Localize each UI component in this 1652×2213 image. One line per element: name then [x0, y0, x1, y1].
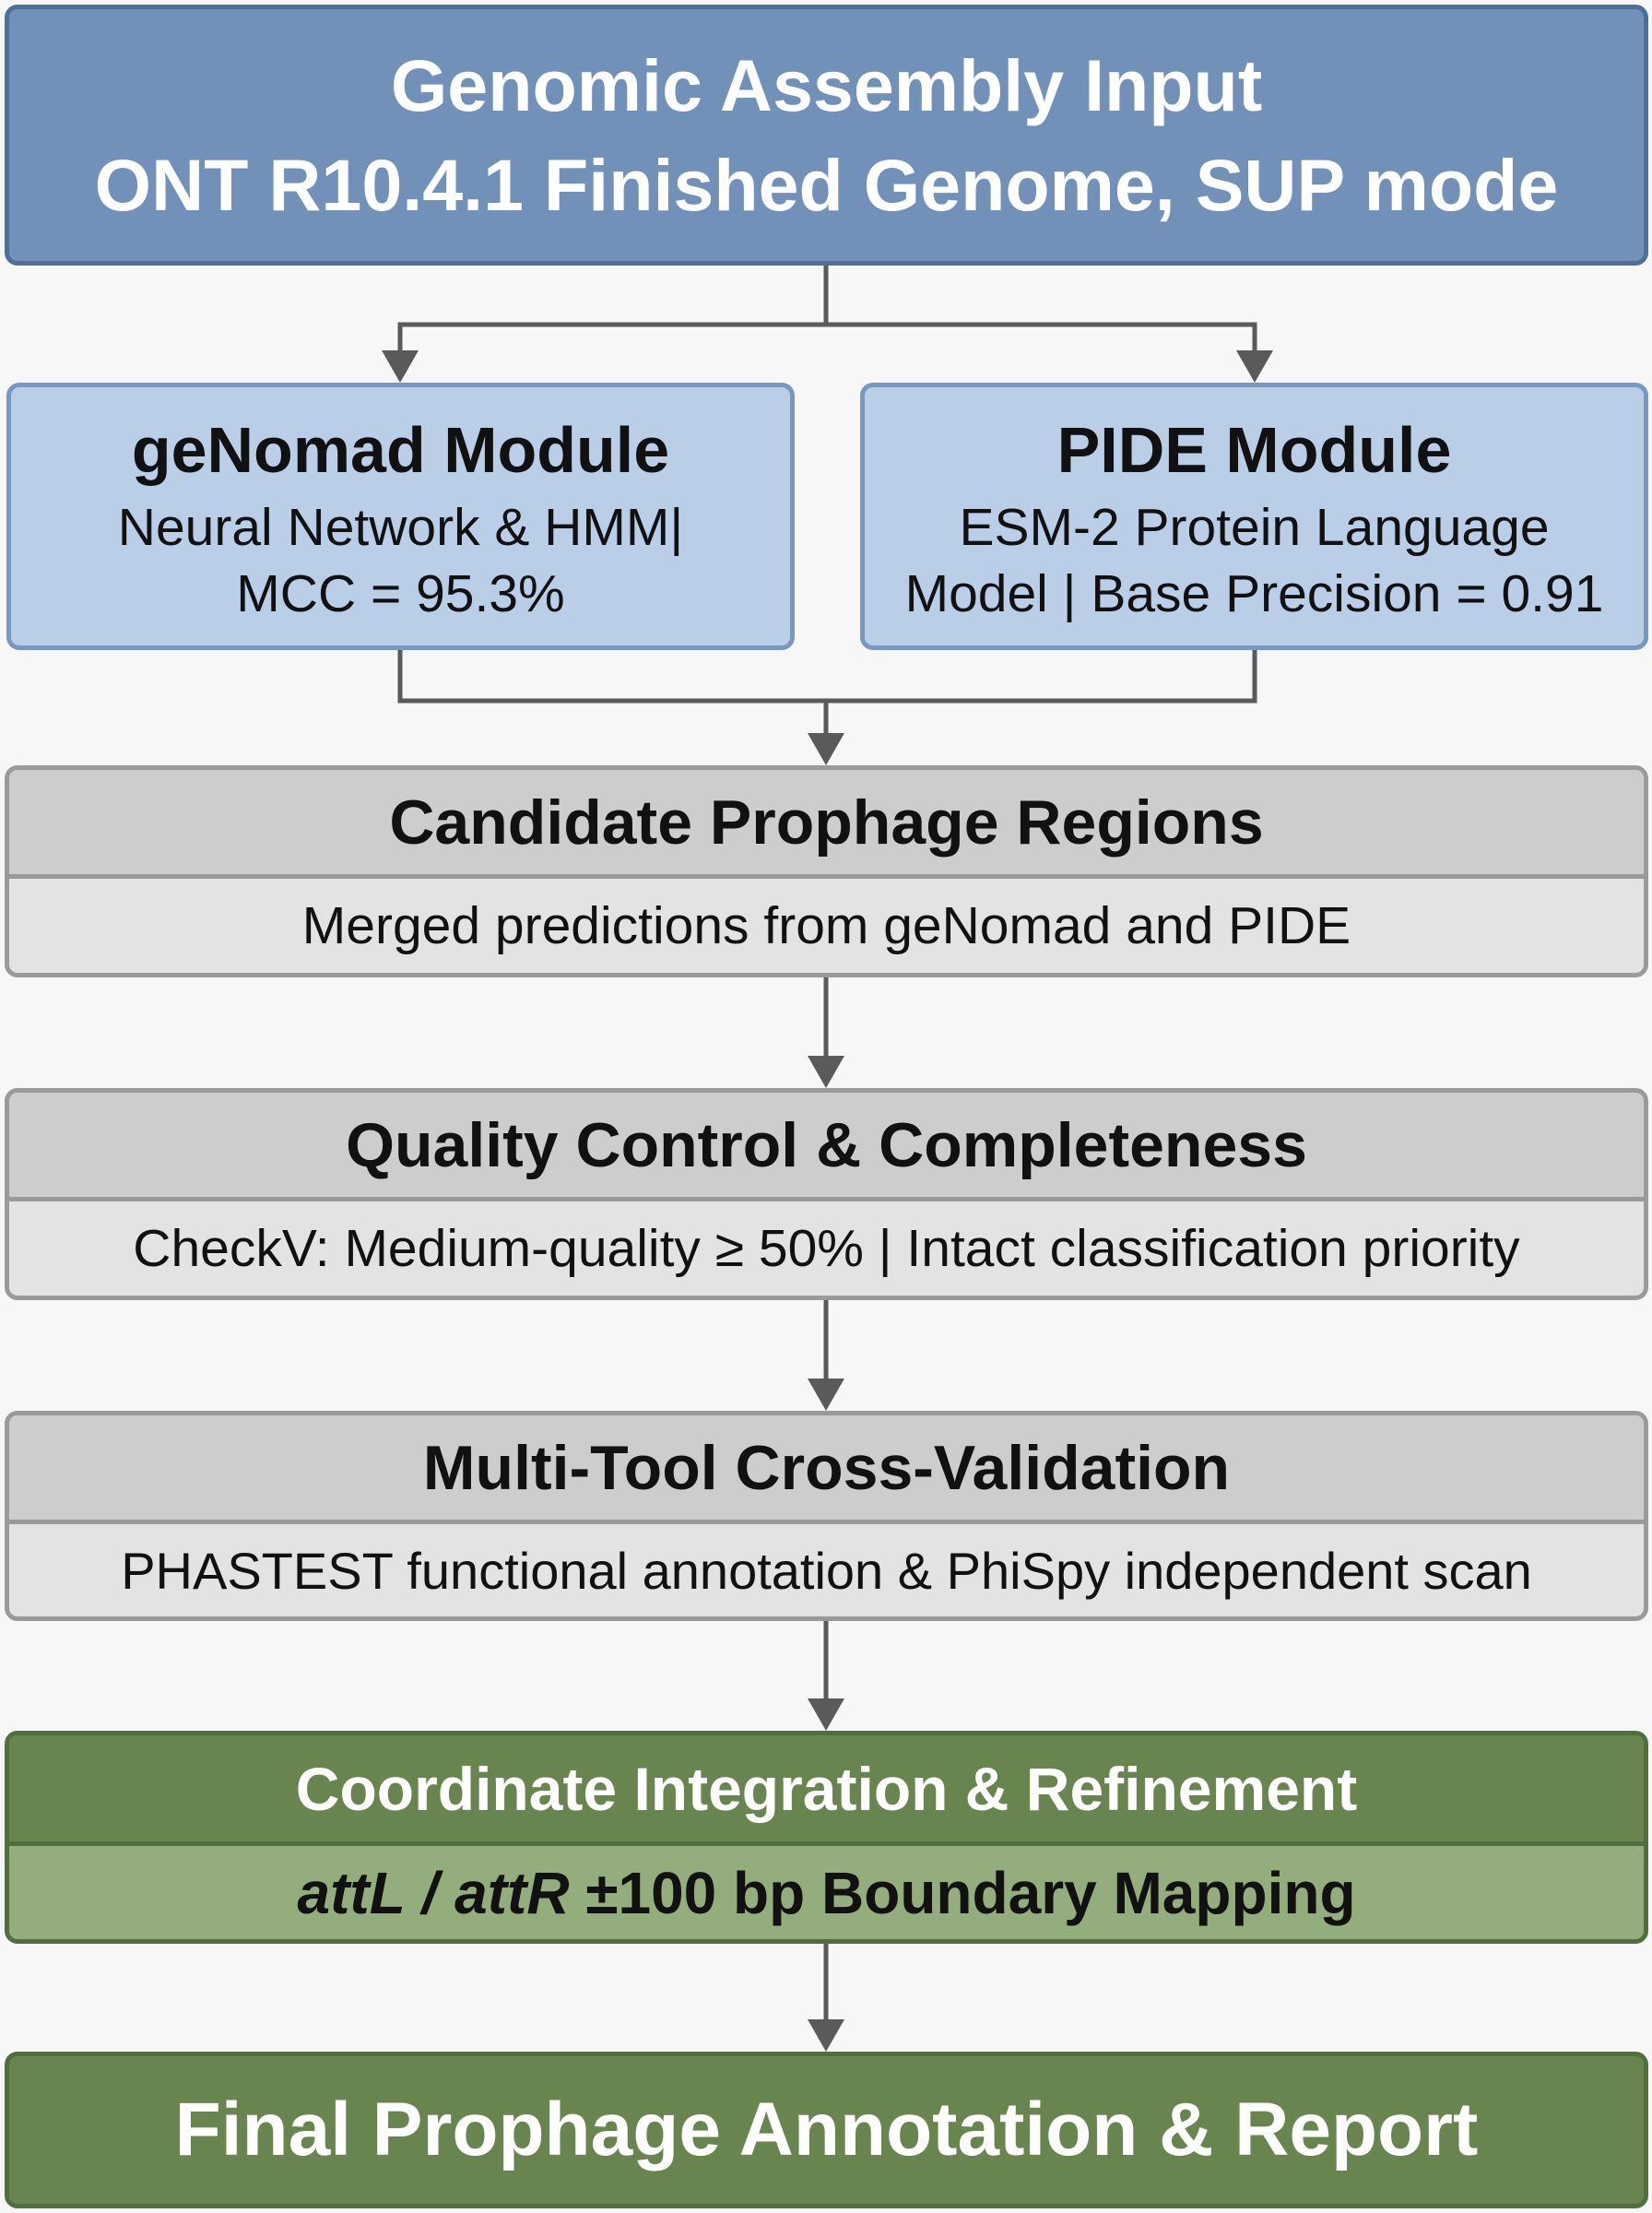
quality-control-box: Quality Control & Completeness CheckV: M… — [5, 1088, 1648, 1300]
candidate-detail: Merged predictions from geNomad and PIDE — [301, 896, 1351, 955]
final-title: Final Prophage Annotation & Report — [174, 2088, 1479, 2172]
arrowhead-candidate — [808, 733, 844, 765]
integration-separator: / — [405, 1859, 455, 1926]
input-title: Genomic Assembly Input — [390, 43, 1263, 126]
qc-detail: CheckV: Medium-quality ≥ 50% | Intact cl… — [133, 1219, 1520, 1278]
final-report-box: Final Prophage Annotation & Report — [5, 2052, 1648, 2208]
integration-attr: attR — [454, 1859, 570, 1926]
candidate-regions-box: Candidate Prophage Regions Merged predic… — [5, 765, 1648, 977]
integration-rest: ±100 bp Boundary Mapping — [569, 1859, 1356, 1926]
integration-attl: attL — [297, 1859, 406, 1926]
input-box: Genomic Assembly Input ONT R10.4.1 Finis… — [5, 5, 1648, 266]
cross-validation-box: Multi-Tool Cross-Validation PHASTEST fun… — [5, 1411, 1648, 1621]
arrowhead-integration — [808, 1698, 844, 1731]
arrowhead-crossval — [808, 1379, 844, 1411]
genomad-line1: Neural Network & HMM| — [117, 498, 684, 557]
pide-module-box: PIDE Module ESM-2 Protein Language Model… — [860, 383, 1648, 650]
pide-title: PIDE Module — [1056, 414, 1452, 486]
coordinate-integration-box: Coordinate Integration & Refinement attL… — [5, 1731, 1648, 1944]
pide-line1: ESM-2 Protein Language — [959, 498, 1550, 557]
arrowhead-qc — [808, 1056, 844, 1088]
genomad-title: geNomad Module — [131, 414, 670, 486]
connector-input-split — [397, 266, 829, 350]
genomad-module-box: geNomad Module Neural Network & HMM| MCC… — [6, 383, 795, 650]
qc-title: Quality Control & Completeness — [9, 1093, 1644, 1201]
arrowhead-final — [808, 2019, 844, 2052]
connector-split-right — [826, 322, 1257, 350]
candidate-title: Candidate Prophage Regions — [9, 770, 1644, 879]
genomad-line2: MCC = 95.3% — [236, 564, 565, 623]
pide-line2: Model | Base Precision = 0.91 — [904, 564, 1604, 623]
integration-title: Coordinate Integration & Refinement — [9, 1735, 1644, 1846]
crossval-title: Multi-Tool Cross-Validation — [9, 1415, 1644, 1524]
crossval-detail: PHASTEST functional annotation & PhiSpy … — [121, 1541, 1532, 1600]
arrowhead-pide — [1236, 350, 1273, 383]
connector-merge — [397, 650, 1257, 704]
arrowhead-genomad — [382, 350, 419, 383]
integration-detail: attL / attR ±100 bp Boundary Mapping — [9, 1846, 1644, 1939]
input-subtitle: ONT R10.4.1 Finished Genome, SUP mode — [94, 143, 1559, 226]
